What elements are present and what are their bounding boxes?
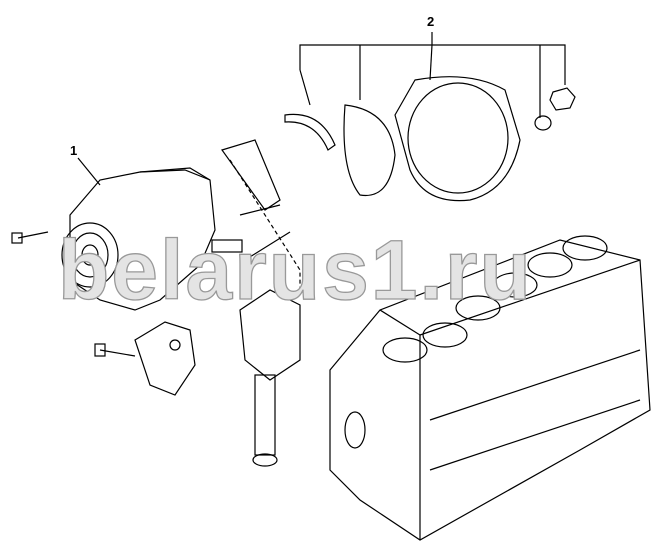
alternator [11,167,216,311]
thermostat-housing [239,289,301,467]
leader-lines [77,32,566,186]
gasket [211,139,301,290]
bracket [94,321,196,396]
callout-1: 1 [70,143,78,158]
rings [284,76,576,202]
engine-block [329,235,651,541]
callout-2: 2 [427,14,435,29]
watermark: belarus1.ru [57,222,533,317]
